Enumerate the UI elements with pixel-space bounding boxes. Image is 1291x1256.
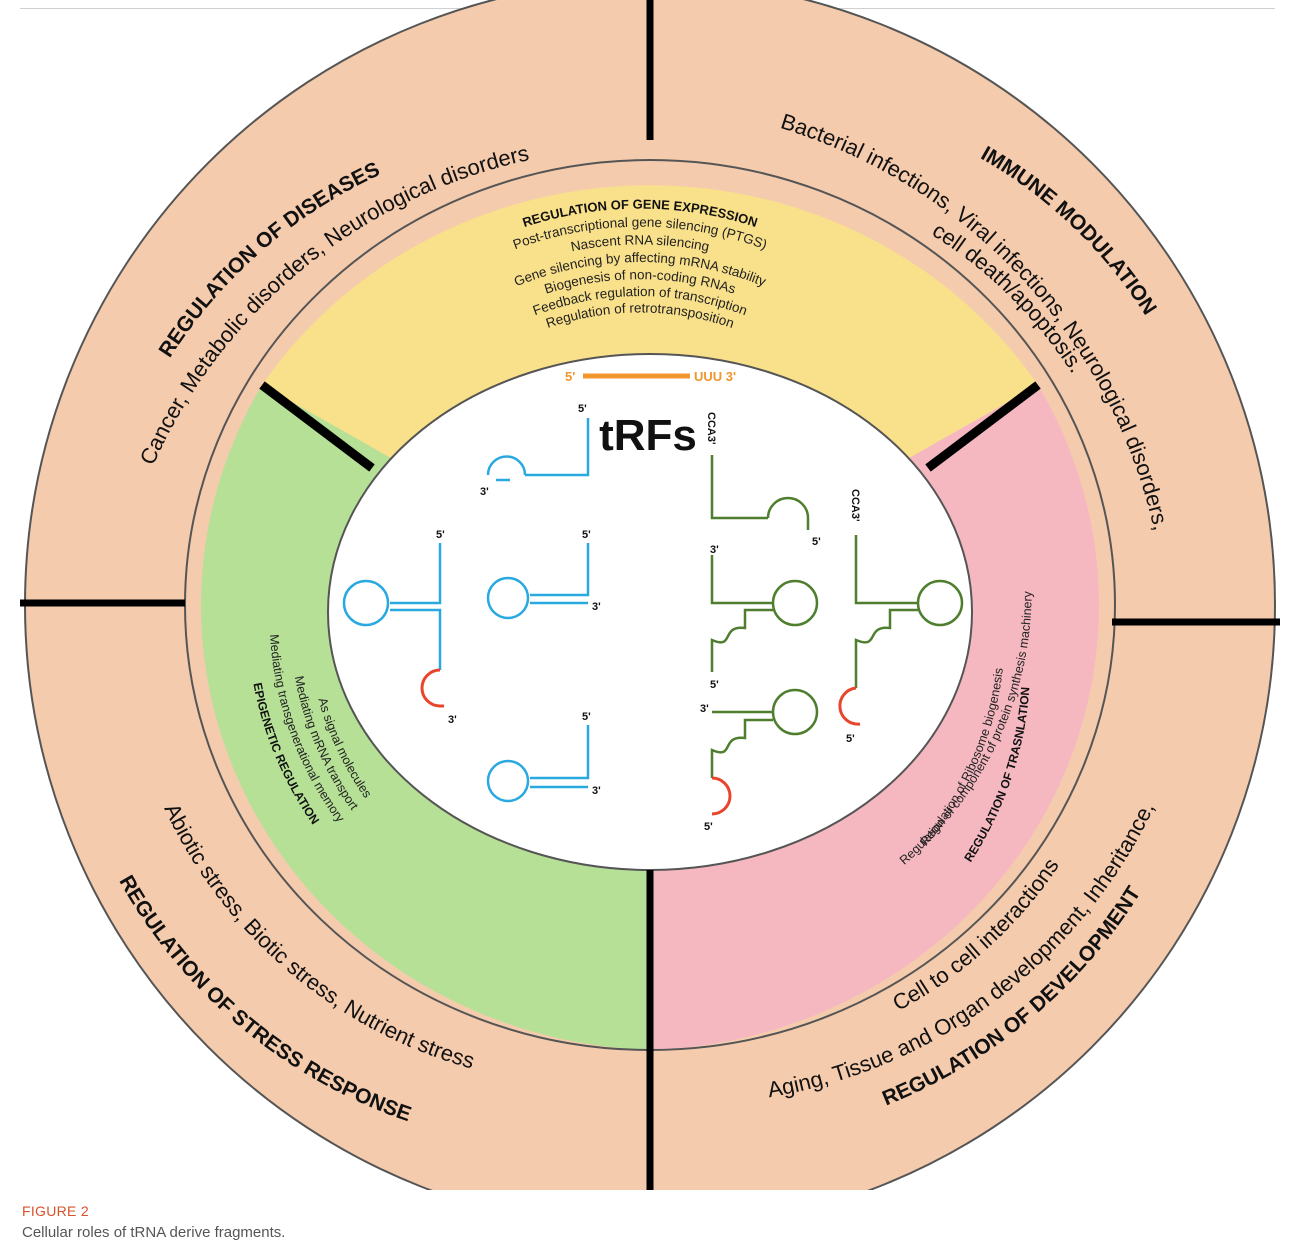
- trf-roles-diagram: REGULATION OF DISEASES Cancer, Metabolic…: [20, 0, 1280, 1190]
- label-3prime: 3': [592, 785, 601, 797]
- label-cca: CCA3': [849, 489, 861, 522]
- label-5prime: 5': [812, 536, 821, 548]
- label-3prime: 3': [592, 601, 601, 613]
- red-3prime-end: [420, 668, 444, 708]
- label-3prime: 3': [480, 486, 489, 498]
- label-5prime: 5': [704, 821, 713, 833]
- mrna-5prime-label: 5': [565, 369, 575, 384]
- label-5prime: 5': [846, 733, 855, 745]
- label-3prime: 3': [448, 714, 457, 726]
- figure-caption: Cellular roles of tRNA derive fragments.: [22, 1224, 286, 1241]
- gene-expression-item: Nascent RNA silencing: [569, 232, 710, 254]
- label-3prime: 3': [700, 703, 709, 715]
- label-5prime: 5': [710, 679, 719, 691]
- trfs-title: tRFs: [599, 411, 697, 460]
- label-cca: CCA3': [705, 412, 717, 445]
- red-5prime-end: [838, 686, 861, 726]
- blue-fragment: [486, 725, 590, 803]
- green-fragment: [710, 555, 819, 672]
- green-fragment: [710, 688, 819, 778]
- label-5prime: 5': [578, 403, 587, 415]
- label-5prime: 5': [582, 711, 591, 723]
- blue-fragment: [486, 543, 590, 620]
- figure-label: FIGURE 2: [22, 1203, 89, 1219]
- divider-inner-right: [925, 381, 1041, 472]
- blue-fragment: [342, 543, 442, 670]
- label-3prime: 3': [710, 544, 719, 556]
- green-fragment: [710, 455, 810, 530]
- label-5prime: 5': [436, 529, 445, 541]
- label-5prime: 5': [582, 529, 591, 541]
- red-5prime-end: [711, 776, 732, 816]
- mrna-3prime-label: UUU 3': [694, 369, 736, 384]
- divider-inner-left: [259, 381, 375, 472]
- green-fragment: [854, 535, 964, 688]
- blue-fragment: [486, 418, 590, 482]
